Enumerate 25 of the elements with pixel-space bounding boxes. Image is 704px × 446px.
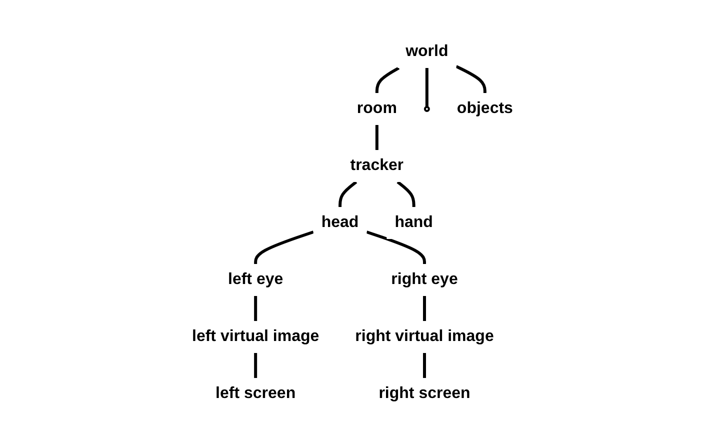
connector (455, 65, 486, 93)
node-circle (423, 106, 430, 112)
connector (254, 230, 314, 264)
connector (254, 352, 257, 378)
connector (254, 296, 257, 321)
connector (422, 352, 426, 378)
node-text: right eye (390, 270, 458, 288)
connector (366, 230, 426, 264)
node-text: world (405, 43, 448, 60)
connector (422, 296, 426, 321)
connector (374, 66, 400, 93)
node-text: left eye (228, 270, 283, 288)
connector (338, 180, 357, 207)
node-text: left virtual image (192, 328, 319, 345)
node-text: tracker (350, 156, 404, 174)
connector (374, 125, 378, 150)
node-text: right screen (378, 384, 470, 402)
node-text: objects (456, 100, 512, 117)
node-text: head (320, 214, 358, 231)
node-text: room (356, 100, 396, 117)
node-text: hand (394, 214, 432, 231)
connector (396, 180, 415, 207)
connector (424, 68, 428, 107)
node-text: right virtual image (354, 328, 494, 345)
node-text: left screen (215, 384, 296, 402)
